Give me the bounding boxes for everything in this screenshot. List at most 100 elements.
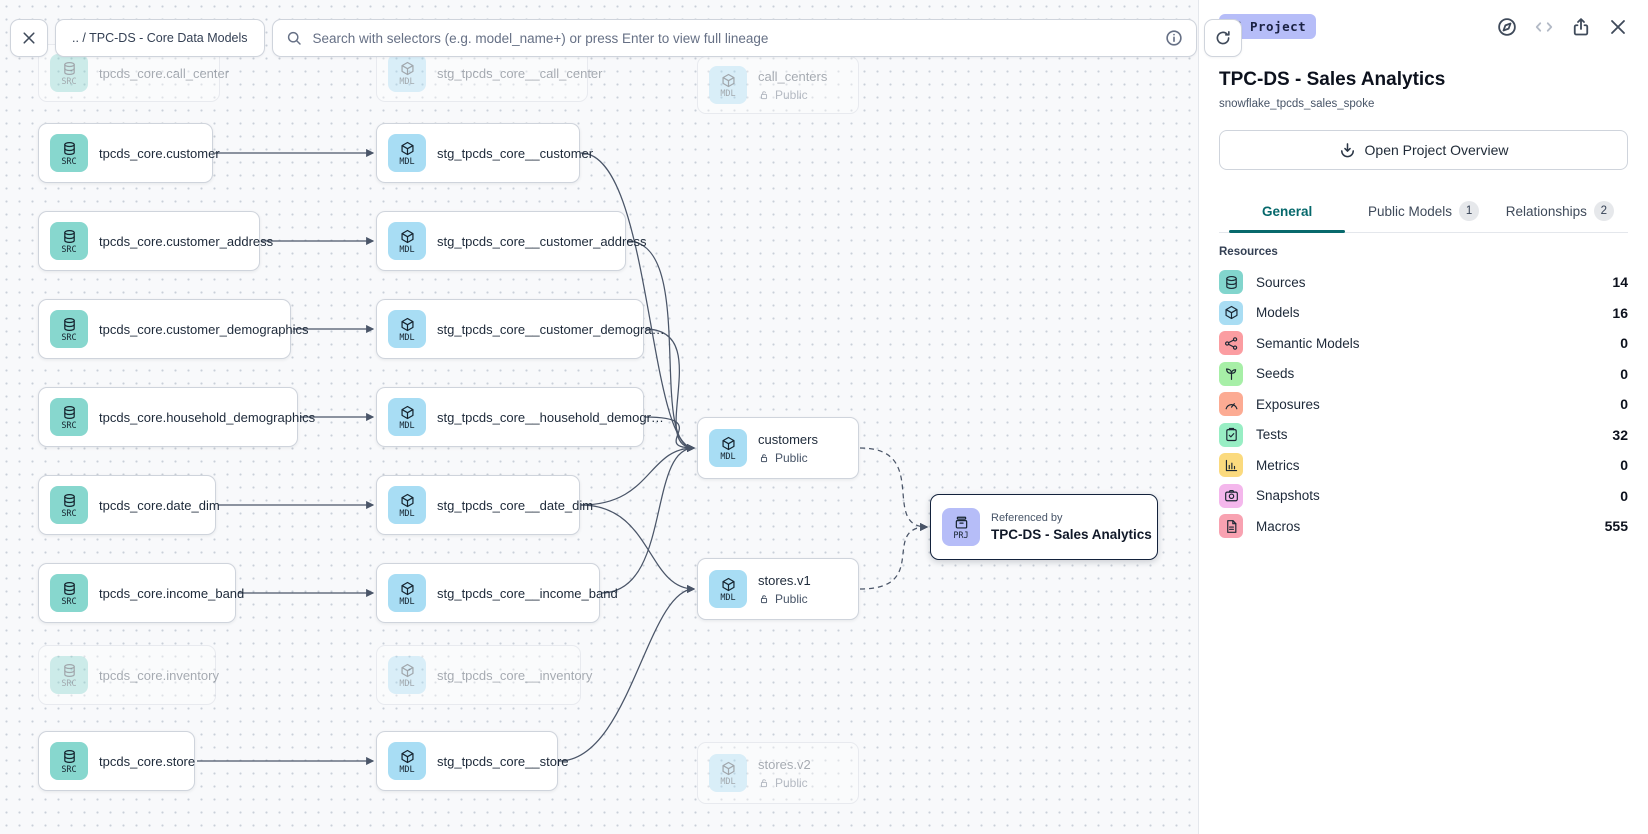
share-icon[interactable] [1571,17,1591,37]
resource-count: 0 [1620,396,1628,413]
resource-label: Tests [1256,427,1288,443]
code-icon[interactable] [1534,17,1554,37]
node-label: stg_tpcds_core__store [437,753,569,769]
public-access-label: Public [758,592,811,606]
resource-label: Snapshots [1256,488,1320,504]
node-stg_date_dim[interactable]: MDL stg_tpcds_core__date_dim [376,475,593,535]
node-src_household_demographics[interactable]: SRC tpcds_core.household_demographics [38,387,315,447]
search-icon [286,30,302,46]
project-subtitle: snowflake_tpcds_sales_spoke [1219,98,1375,110]
details-panel: Project TPC-DS - Sales Analytics snowfla… [1198,0,1648,834]
node-label: tpcds_core.date_dim [99,497,220,513]
resources-header: Resources [1219,246,1278,258]
tab-general[interactable]: General [1219,192,1355,233]
close-icon [21,30,37,46]
node-src_income_band[interactable]: SRC tpcds_core.income_band [38,563,244,623]
cube-icon: MDL [709,754,747,792]
archive-icon: PRJ [942,508,980,546]
resource-label: Models [1256,305,1300,321]
project-overview-icon [1339,142,1356,159]
node-src_customer_address[interactable]: SRC tpcds_core.customer_address [38,211,273,271]
node-label: stg_tpcds_core__inventory [437,667,593,683]
search-input[interactable] [310,29,1156,47]
open-project-overview-button[interactable]: Open Project Overview [1219,130,1628,170]
compass-icon[interactable] [1497,17,1517,37]
lock-open-icon [758,593,770,605]
cube-icon [1219,300,1243,325]
node-label: stg_tpcds_core__customer_demogra… [437,321,665,337]
tab-count-badge: 1 [1459,201,1480,221]
panel-actions [1497,17,1628,37]
cube-icon: MDL [709,429,747,467]
cube-icon: MDL [388,54,426,92]
resource-row-macros: Macros 555 [1219,511,1628,542]
node-label: stg_tpcds_core__call_center [437,65,603,81]
database-icon: SRC [50,134,88,172]
cube-icon: MDL [388,656,426,694]
node-label: tpcds_core.customer_address [99,233,274,249]
node-stg_store[interactable]: MDL stg_tpcds_core__store [376,731,569,791]
lock-open-icon [758,89,770,101]
node-label: stores.v2 [758,756,811,772]
close-lineage-button[interactable] [10,19,48,57]
database-icon: SRC [50,222,88,260]
tab-count-badge: 2 [1593,201,1614,221]
resource-count: 555 [1604,518,1628,535]
node-label: stores.v1 [758,572,811,588]
resource-label: Macros [1256,518,1301,534]
close-panel-icon[interactable] [1608,17,1628,37]
cube-icon: MDL [388,486,426,524]
cube-icon: MDL [388,742,426,780]
node-src_inventory[interactable]: SRC tpcds_core.inventory [38,645,219,705]
snapshot-icon [1219,483,1243,508]
node-stg_inventory[interactable]: MDL stg_tpcds_core__inventory [376,645,592,705]
node-label: tpcds_core.customer [99,145,220,161]
database-icon: SRC [50,398,88,436]
node-label: stg_tpcds_core__date_dim [437,497,594,513]
breadcrumb[interactable]: .. / TPC-DS - Core Data Models [55,19,265,57]
node-label: tpcds_core.inventory [99,667,219,683]
node-label: tpcds_core.household_demographics [99,409,316,425]
seed-icon [1219,361,1243,386]
refresh-button[interactable] [1203,19,1242,57]
resource-count: 14 [1612,274,1628,291]
public-access-label: Public [758,451,818,465]
public-access-label: Public [758,776,811,790]
resource-count: 0 [1620,335,1628,352]
node-label: tpcds_core.income_band [99,585,245,601]
node-label: stg_tpcds_core__income_band [437,585,618,601]
resource-label: Semantic Models [1256,335,1360,351]
node-src_customer[interactable]: SRC tpcds_core.customer [38,123,220,183]
database-icon: SRC [50,574,88,612]
info-icon[interactable] [1165,29,1183,47]
search-bar[interactable] [271,19,1197,57]
test-icon [1219,422,1243,447]
resource-count: 0 [1620,487,1628,504]
database-icon: SRC [50,656,88,694]
tab-label: General [1262,203,1313,219]
node-label: tpcds_core.customer_demographics [99,321,309,337]
